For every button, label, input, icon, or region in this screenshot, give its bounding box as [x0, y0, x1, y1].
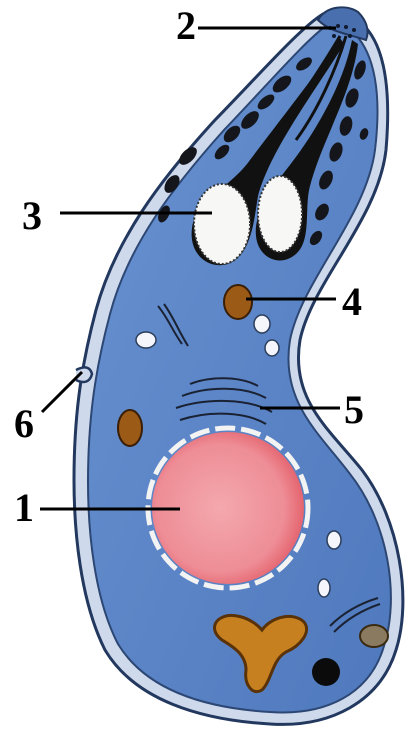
- dense-granule: [224, 285, 252, 319]
- black-granule: [312, 658, 340, 686]
- label-4: 4: [342, 282, 362, 322]
- label-5: 5: [344, 390, 364, 430]
- rhoptry-bulb-left: [194, 184, 250, 264]
- label-1: 1: [14, 488, 34, 528]
- label-2: 2: [176, 6, 196, 46]
- label-6: 6: [14, 404, 34, 444]
- grey-granule: [360, 625, 388, 647]
- leader-6: [42, 372, 82, 412]
- dense-granule-2: [118, 410, 142, 446]
- label-3: 3: [22, 196, 42, 236]
- rhoptry-bulb-right: [258, 176, 302, 252]
